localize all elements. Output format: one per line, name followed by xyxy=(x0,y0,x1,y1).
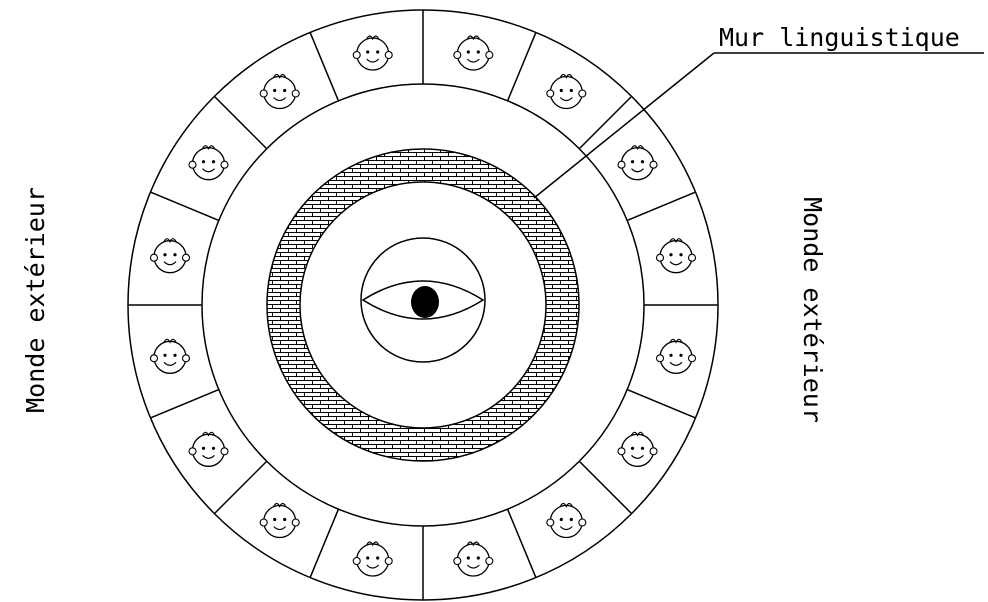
outer-world-left-label: Monde extérieur xyxy=(21,187,50,413)
outer-world-right-label: Monde extérieur xyxy=(798,197,827,423)
eye-icon xyxy=(361,238,485,362)
wall-label: Mur linguistique xyxy=(719,23,960,52)
